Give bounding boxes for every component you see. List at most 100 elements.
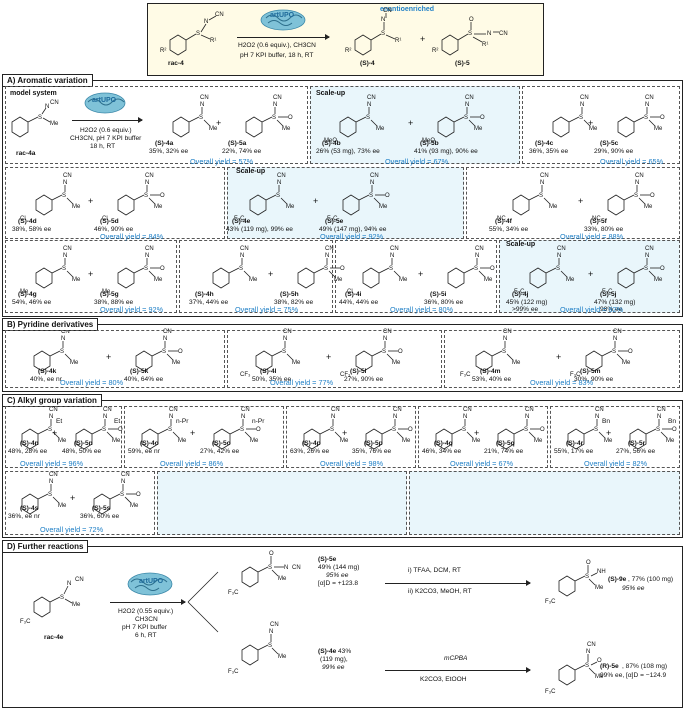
svg-text:N: N: [283, 336, 287, 342]
plus-sign: +: [106, 352, 112, 362]
compound-5-name: (S)-5k: [130, 368, 149, 375]
svg-text:R²: R²: [160, 48, 166, 54]
svg-text:S: S: [382, 349, 386, 355]
svg-text:S: S: [268, 643, 272, 649]
svg-text:Me: Me: [392, 360, 401, 366]
protein-icon-a: [84, 92, 126, 114]
svg-text:Me: Me: [376, 126, 385, 132]
plus-sign: +: [52, 428, 58, 438]
9e-yield: , 77% (100 mg): [628, 576, 674, 583]
svg-text:S: S: [144, 266, 148, 272]
protein-icon-d: [127, 572, 173, 596]
compound-4-yield: 35%, 32% ee: [149, 148, 189, 155]
svg-text:S: S: [144, 193, 148, 199]
svg-text:Cl: Cl: [102, 216, 108, 222]
plus-sign: +: [88, 196, 94, 206]
svg-text:CN: CN: [540, 173, 549, 179]
svg-text:N: N: [240, 253, 244, 259]
compound-5-yield: 21%, 74% ee: [484, 448, 524, 455]
svg-text:Me: Me: [282, 126, 291, 132]
condition-d-1: H2O2 (0.55 equiv.): [118, 608, 174, 615]
compound-5-yield: 27%, 42% ee: [200, 448, 240, 455]
svg-text:N: N: [45, 104, 49, 110]
c-cell5: [550, 406, 680, 468]
svg-text:N: N: [61, 336, 65, 342]
svg-text:O: O: [269, 551, 274, 557]
step1-b: ii) K2CO3, MeOH, RT: [408, 588, 472, 595]
svg-text:S: S: [464, 115, 468, 121]
compound-4-yield: 26% (53 mg), 73% ee: [316, 148, 380, 155]
svg-text:Me: Me: [484, 277, 493, 283]
reaction-arrow-d: [110, 599, 186, 605]
svg-text:Me: Me: [249, 277, 258, 283]
svg-text:NH: NH: [597, 569, 606, 575]
svg-text:F₃C: F₃C: [234, 216, 245, 222]
d-4e-name: (S)-4e: [318, 648, 337, 655]
plus-sign: +: [342, 428, 348, 438]
svg-text:Me: Me: [474, 126, 483, 132]
svg-text:S: S: [324, 266, 328, 272]
svg-text:O: O: [540, 427, 545, 433]
r5e-ee: 99% ee, [α]D = −124.9: [600, 672, 667, 679]
svg-text:S: S: [539, 193, 543, 199]
svg-text:S: S: [656, 427, 660, 433]
c-cell6: [5, 471, 155, 535]
svg-text:S: S: [272, 115, 276, 121]
svg-text:CN: CN: [103, 407, 112, 413]
svg-text:N: N: [393, 414, 397, 420]
compound-5-yield: 46%, 90% ee: [94, 226, 134, 233]
svg-text:S: S: [366, 115, 370, 121]
svg-text:N: N: [635, 180, 639, 186]
c-cell4: [418, 406, 548, 468]
compound-5-name: (S)-5c: [600, 140, 619, 147]
svg-text:N: N: [169, 414, 173, 420]
overall-yield: Overall yield = 65%: [600, 157, 664, 166]
svg-text:Me: Me: [292, 360, 301, 366]
svg-text:Me: Me: [512, 360, 521, 366]
compound-4-yield: 44%, 44% ee: [339, 299, 379, 306]
compound-5-yield: 35%, 76% ee: [352, 448, 392, 455]
svg-text:Me: Me: [666, 438, 675, 444]
substituent-label: Bn: [668, 418, 677, 425]
svg-text:Me: Me: [595, 674, 604, 680]
svg-text:N: N: [67, 581, 71, 587]
svg-text:Me: Me: [278, 576, 287, 582]
substituent-label: Et: [56, 418, 63, 425]
arrow-to-r5e: [385, 667, 531, 673]
9e-structure: S O NH Me F₃C: [545, 560, 606, 605]
svg-text:CN: CN: [393, 407, 402, 413]
svg-text:CN: CN: [595, 407, 604, 413]
svg-text:Me: Me: [72, 277, 81, 283]
step1-a: i) TFAA, DCM, RT: [408, 567, 461, 574]
overall-yield: Overall yield = 57%: [190, 157, 254, 166]
svg-text:CN: CN: [163, 329, 172, 335]
9e-name: (S)-9e: [608, 576, 627, 583]
svg-text:CN: CN: [121, 472, 130, 478]
svg-text:N: N: [503, 336, 507, 342]
svg-text:N: N: [580, 102, 584, 108]
compound-5-yield: 36%, 60% ee: [80, 513, 120, 520]
svg-text:N: N: [204, 19, 208, 25]
d-5e-yield: 49% (144 mg): [318, 564, 360, 571]
svg-text:S: S: [239, 266, 243, 272]
svg-text:N: N: [487, 31, 491, 37]
svg-text:S: S: [199, 115, 203, 121]
svg-text:CN: CN: [557, 246, 566, 252]
svg-text:Me: Me: [402, 438, 411, 444]
svg-text:Me: Me: [178, 438, 187, 444]
svg-text:O: O: [660, 115, 665, 121]
d-4e-l3: 99% ee: [322, 664, 345, 671]
overall-yield: Overall yield = 84%: [100, 232, 164, 241]
compound-5-name: (S)-5q: [496, 440, 515, 447]
protein-icon: [260, 9, 306, 31]
svg-text:N: N: [273, 102, 277, 108]
svg-text:S: S: [474, 266, 478, 272]
d-5e-structure: S O N CN Me F₃C: [228, 551, 301, 596]
